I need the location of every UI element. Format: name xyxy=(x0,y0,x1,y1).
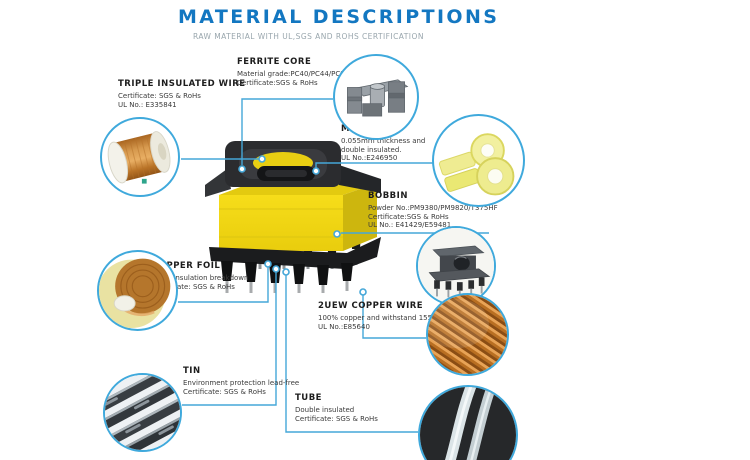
transformer-photo xyxy=(205,141,381,293)
label-tube: TUBE Double insulated Certificate: SGS &… xyxy=(295,393,378,423)
material-title: TRIPLE INSULATED WIRE xyxy=(118,79,246,89)
tin-strips-icon xyxy=(105,375,180,450)
copper-wire-coil-icon xyxy=(428,295,507,374)
transformer-body xyxy=(219,183,377,251)
photo-2uew-copper-wire xyxy=(426,293,509,376)
photo-tube xyxy=(418,385,518,460)
photo-copper-foil xyxy=(97,250,178,331)
label-bobbin: BOBBIN Powder No.:PM9380/PM9820/T375HF C… xyxy=(368,191,498,229)
label-tin: TIN Environment protection lead-free Cer… xyxy=(183,366,300,396)
page-title: MATERIAL DESCRIPTIONS xyxy=(178,6,500,28)
material-title: FERRITE CORE xyxy=(237,57,312,67)
material-title: BOBBIN xyxy=(368,191,408,201)
photo-mara-tape xyxy=(432,114,525,207)
tape-rolls-icon xyxy=(438,133,515,196)
label-triple-insulated-wire: TRIPLE INSULATED WIRE Certificate: SGS &… xyxy=(118,79,246,109)
photo-tin xyxy=(103,373,182,452)
ferrite-core-icon xyxy=(347,79,409,117)
header: MATERIAL DESCRIPTIONS RAW MATERIAL WITH … xyxy=(178,6,499,41)
label-copper-foil: COPPER FOIL Avoid insulation breakdown C… xyxy=(152,261,249,291)
bobbin-icon xyxy=(418,228,494,304)
transformer-base xyxy=(209,237,381,269)
page-subtitle: RAW MATERIAL WITH UL,SGS AND ROHS CERTIF… xyxy=(193,32,424,41)
label-2uew-copper-wire: 2UEW COPPER WIRE 100% copper and withsta… xyxy=(318,301,440,331)
photo-triple-insulated-wire xyxy=(100,117,180,197)
material-title: TIN xyxy=(183,366,201,376)
copper-foil-roll-icon xyxy=(99,258,171,329)
material-title: COPPER FOIL xyxy=(152,261,221,271)
material-title: TUBE xyxy=(295,393,322,403)
wire-spool-icon xyxy=(107,131,171,184)
material-title: 2UEW COPPER WIRE xyxy=(318,301,424,311)
photo-bobbin xyxy=(416,226,496,306)
insulated-tube-icon xyxy=(420,387,516,460)
photo-ferrite-core xyxy=(333,54,419,140)
label-ferrite-core: FERRITE CORE Material grade:PC40/PC44/PC… xyxy=(237,57,350,87)
